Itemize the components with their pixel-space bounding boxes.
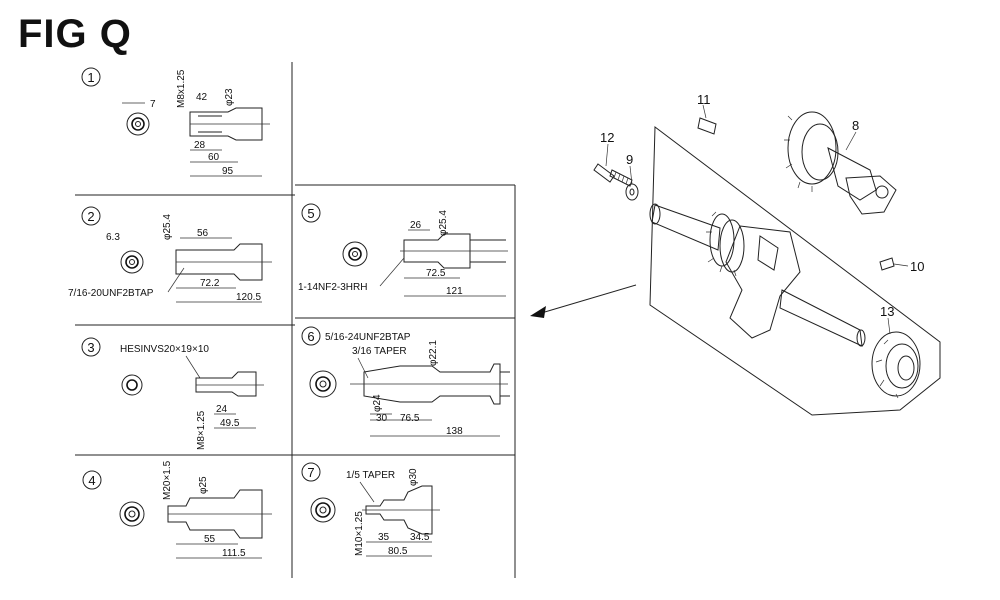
panel-number: 6	[307, 329, 314, 344]
svg-text:42: 42	[196, 92, 208, 103]
svg-text:72.5: 72.5	[426, 268, 446, 279]
svg-text:5/16-24UNF2BTAP: 5/16-24UNF2BTAP	[325, 332, 411, 343]
shaft-end-view-icon	[342, 241, 368, 267]
key-part	[697, 117, 717, 135]
svg-text:φ22.1: φ22.1	[428, 340, 439, 366]
svg-text:72.2: 72.2	[200, 278, 220, 289]
pin-part	[879, 257, 895, 271]
panel-number-badge	[81, 67, 101, 87]
assembly-boundary	[649, 126, 941, 416]
svg-text:φ30: φ30	[408, 468, 419, 486]
panel-number: 3	[87, 340, 94, 355]
svg-text:30: 30	[376, 413, 388, 424]
panel-3: 3 HESINVS20×19×10 M8×1.25 24 49.5	[81, 337, 264, 450]
svg-text:95: 95	[222, 166, 234, 177]
callout-11: 11	[697, 92, 711, 107]
panel-number-badge	[82, 470, 102, 490]
svg-text:28: 28	[194, 140, 206, 151]
panel-number-badge	[81, 337, 101, 357]
shaft-end-view-icon	[119, 501, 145, 527]
svg-text:111.5: 111.5	[222, 548, 246, 559]
svg-text:6.3: 6.3	[106, 232, 120, 243]
svg-text:80.5: 80.5	[388, 546, 408, 557]
svg-text:φ25.4: φ25.4	[438, 210, 449, 236]
shaft-end-view-icon	[126, 112, 150, 136]
panel-number: 5	[307, 206, 314, 221]
svg-text:34.5: 34.5	[410, 532, 430, 543]
svg-text:55: 55	[204, 534, 216, 545]
panel-number-badge	[301, 462, 321, 482]
bolt-part	[593, 163, 633, 187]
panel-7: 7 1/5 TAPER φ30 M10×1.25 35 34.5 80.5	[301, 462, 440, 557]
svg-text:76.5: 76.5	[400, 413, 420, 424]
panel-number: 2	[87, 209, 94, 224]
svg-text:φ25: φ25	[198, 476, 209, 494]
panel-number-badge	[301, 203, 321, 223]
bearing-part	[871, 331, 921, 399]
panel-grid	[75, 62, 516, 578]
svg-text:26: 26	[410, 220, 422, 231]
crankshaft-assembly: 11 8 12 9 10 13	[593, 92, 941, 416]
crankshaft-part	[649, 203, 866, 347]
panel-1: 1 7 M8x1.25 42 φ23 28 60 95	[81, 67, 270, 177]
svg-text:φ23: φ23	[224, 88, 235, 106]
pointer-arrow	[530, 284, 637, 318]
washer-part	[625, 183, 639, 201]
callout-10: 10	[910, 259, 924, 274]
panel-number-badge	[301, 326, 321, 346]
shaft-end-view-icon	[309, 370, 337, 398]
svg-text:60: 60	[208, 152, 220, 163]
svg-text:M10×1.25: M10×1.25	[354, 511, 365, 556]
panel-number-badge	[81, 206, 101, 226]
svg-text:7: 7	[150, 99, 156, 110]
svg-text:HESINVS20×19×10: HESINVS20×19×10	[120, 344, 209, 355]
camshaft-gear-part	[784, 111, 897, 215]
figure-title: FIG Q	[18, 12, 132, 56]
svg-text:56: 56	[197, 228, 209, 239]
svg-text:35: 35	[378, 532, 390, 543]
callout-12: 12	[600, 130, 614, 145]
panel-5: 5 26 φ25.4 1-14NF2-3HRH 72.5 121	[298, 203, 508, 297]
svg-text:M8x1.25: M8x1.25	[176, 69, 187, 108]
callout-8: 8	[852, 118, 859, 133]
panel-number: 7	[307, 465, 314, 480]
svg-text:121: 121	[446, 286, 463, 297]
panel-number: 4	[88, 473, 95, 488]
svg-text:7/16-20UNF2BTAP: 7/16-20UNF2BTAP	[68, 288, 154, 299]
panel-6: 6 5/16-24UNF2BTAP 3/16 TAPER φ22.1 φ24 3…	[301, 326, 510, 437]
svg-text:M20×1.5: M20×1.5	[162, 460, 173, 500]
svg-text:1/5 TAPER: 1/5 TAPER	[346, 470, 395, 481]
shaft-end-view-icon	[121, 374, 143, 396]
callout-13: 13	[880, 304, 894, 319]
svg-text:120.5: 120.5	[236, 292, 261, 303]
svg-text:3/16 TAPER: 3/16 TAPER	[352, 346, 407, 357]
panel-number: 1	[87, 70, 94, 85]
svg-text:138: 138	[446, 426, 463, 437]
callout-9: 9	[626, 152, 633, 167]
svg-text:M8×1.25: M8×1.25	[196, 410, 207, 450]
svg-text:24: 24	[216, 404, 228, 415]
svg-text:49.5: 49.5	[220, 418, 240, 429]
svg-text:φ25.4: φ25.4	[162, 214, 173, 240]
panel-4: 4 M20×1.5 φ25 55 111.5	[82, 460, 272, 559]
shaft-end-view-icon	[310, 497, 336, 523]
svg-text:1-14NF2-3HRH: 1-14NF2-3HRH	[298, 282, 367, 293]
shaft-end-view-icon	[120, 250, 144, 274]
svg-text:φ24: φ24	[372, 394, 383, 412]
panel-2: 2 6.3 φ25.4 56 7/16-20UNF2BTAP 72.2 120.…	[68, 206, 272, 303]
